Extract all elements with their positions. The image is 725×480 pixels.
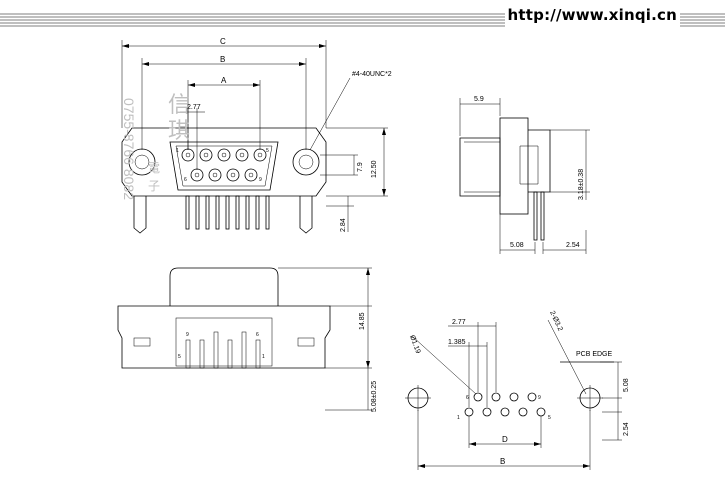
front-board-locks — [133, 196, 313, 234]
front-pin-6-label: 6 — [184, 177, 187, 183]
dim-thread: #4-40UNC*2 — [309, 71, 392, 151]
front-view: 1 5 6 9 C B — [121, 37, 392, 234]
pcb-view: 6 9 1 5 PCB EDGE 2.77 1.385 Ø1.19 2-Ø3.2 — [405, 310, 630, 470]
dim-b: B — [141, 55, 307, 150]
svg-text:電: 電 — [148, 161, 160, 175]
pcb-holes-bottom-row — [464, 407, 546, 417]
pcb-pin-1-label: 1 — [457, 415, 460, 421]
bottom-d-shell — [169, 267, 279, 306]
svg-text:2.54: 2.54 — [623, 422, 630, 436]
header-stripes — [0, 13, 725, 27]
pcb-dim-hole: Ø1.19 — [408, 334, 477, 395]
front-pins-top-row — [181, 148, 267, 162]
side-body — [528, 129, 551, 193]
front-flange — [121, 127, 327, 197]
pcb-dim-vertical: 5.08 2.54 — [600, 361, 630, 441]
bottom-pin-1-label: 1 — [262, 354, 265, 360]
pcb-dim-pitch: 2.77 1.385 — [448, 319, 497, 407]
side-dim-bottom: 5.08 2.54 — [499, 214, 587, 254]
pcb-holes-top-row — [473, 392, 537, 402]
svg-text:2.77: 2.77 — [187, 104, 201, 111]
side-leads — [533, 191, 545, 241]
bottom-pin-9-label: 9 — [186, 332, 189, 338]
dim-pitch: 2.77 — [180, 104, 205, 170]
pcb-pin-5-label: 5 — [548, 415, 551, 421]
bottom-body — [117, 305, 331, 369]
pcb-pin-6-label: 6 — [466, 395, 469, 401]
front-d-shell-inner — [175, 145, 273, 187]
svg-text:子: 子 — [148, 179, 160, 193]
svg-text:C: C — [220, 37, 226, 46]
svg-text:#4-40UNC*2: #4-40UNC*2 — [352, 71, 392, 78]
svg-text:14.85: 14.85 — [359, 312, 366, 330]
pcb-dim-d: D — [468, 416, 542, 448]
bottom-pins — [185, 331, 261, 369]
front-pin-1-label: 1 — [176, 148, 179, 154]
side-dim-vert: 3.18±0.38 — [550, 129, 590, 200]
pcb-dim-b: B — [417, 410, 591, 470]
svg-text:5.08: 5.08 — [510, 242, 524, 249]
front-leads — [185, 195, 270, 230]
watermark-phone: 0755-8766 8082 — [121, 98, 137, 200]
dim-a: A — [187, 76, 261, 150]
pcb-edge-label: PCB EDGE — [576, 351, 613, 358]
header-bar: http://www.xinqi.cn — [0, 0, 725, 34]
bottom-pin-window — [175, 317, 273, 367]
svg-text:B: B — [500, 457, 505, 466]
svg-text:3.18±0.38: 3.18±0.38 — [578, 169, 585, 200]
front-pins-bottom-row — [190, 168, 258, 182]
svg-text:B: B — [220, 55, 225, 64]
svg-text:5.9: 5.9 — [474, 96, 484, 103]
front-d-shell-outer — [169, 141, 279, 191]
svg-text:1.385: 1.385 — [448, 339, 466, 346]
svg-text:7.9: 7.9 — [357, 162, 364, 172]
dim-c: C — [121, 37, 327, 128]
front-pin-9-label: 9 — [259, 177, 262, 183]
svg-text:D: D — [502, 435, 508, 444]
svg-text:琪: 琪 — [168, 118, 190, 143]
bottom-view: 9 5 6 1 14.85 5.08±0.25 — [117, 267, 378, 412]
watermark: 0755-8766 8082 信 琪 電 子 — [121, 92, 190, 200]
website-link[interactable]: http://www.xinqi.cn — [507, 6, 677, 24]
side-dim-top: 5.9 — [459, 96, 501, 136]
side-flange — [499, 117, 529, 215]
bottom-locks — [133, 337, 315, 347]
svg-text:Ø1.19: Ø1.19 — [408, 334, 421, 354]
svg-text:A: A — [221, 76, 227, 85]
svg-text:信: 信 — [168, 92, 190, 117]
dim-vertical-right: 7.9 12.50 2.84 — [320, 127, 388, 232]
svg-text:2.84: 2.84 — [340, 218, 347, 232]
bottom-dims: 14.85 5.08±0.25 — [278, 267, 378, 412]
svg-text:2.54: 2.54 — [566, 242, 580, 249]
front-mount-hole-left-inner — [134, 154, 150, 170]
front-mount-hole-right-inner — [298, 154, 314, 170]
svg-text:2.77: 2.77 — [452, 319, 466, 326]
svg-text:5.08: 5.08 — [623, 378, 630, 392]
front-pin-5-label: 5 — [266, 148, 269, 154]
front-mount-hole-right — [292, 148, 320, 176]
pcb-pin-9-label: 9 — [538, 395, 541, 401]
svg-text:5.08±0.25: 5.08±0.25 — [371, 381, 378, 412]
bottom-pin-5-label: 5 — [178, 354, 181, 360]
bottom-pin-6-label: 6 — [256, 332, 259, 338]
side-shell — [459, 137, 501, 197]
side-view: 5.9 3.18±0.38 5.08 2.54 — [459, 96, 590, 254]
svg-text:12.50: 12.50 — [371, 160, 378, 178]
svg-text:2-Ø3.2: 2-Ø3.2 — [548, 310, 563, 332]
